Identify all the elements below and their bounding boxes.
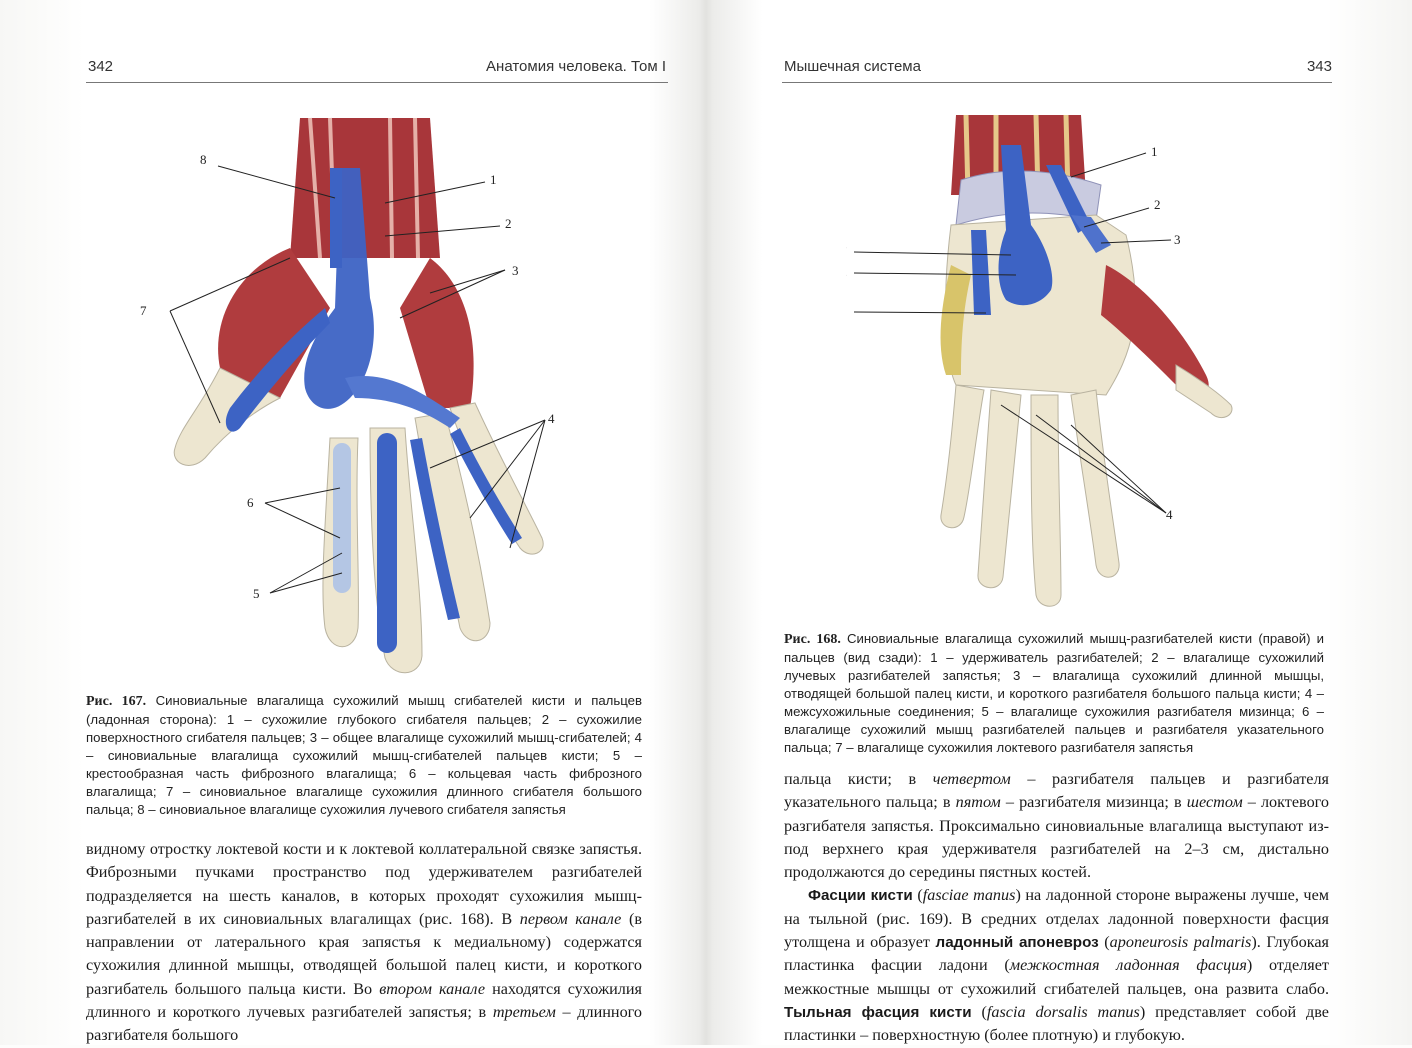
label-2: 2 [505,216,512,231]
body-italic: третьем [492,1003,556,1022]
body-text: ) на ладонной стороне выражены лучше, че… [784,886,1330,952]
page-number: 342 [88,58,114,75]
middle-finger [1030,394,1062,607]
body-italic: втором канале [379,979,486,998]
body-text: ( [1098,933,1110,952]
figure-168-id: Рис. 168. [784,632,841,647]
label-2: 2 [1154,197,1161,212]
extensor-digiti-minimi-sheath [971,230,991,315]
thumb [1175,364,1233,418]
extensor-digitorum-sheath [998,145,1053,306]
forearm-tendons [963,114,1071,196]
body-text: ) представляет собой две пластинки – пов… [784,1002,1329,1045]
body-italic: aponeurosis palmaris [1109,933,1252,952]
body-text: пальца кисти; в [784,770,933,788]
label-6: 6 [247,495,254,510]
leader-lines [169,165,546,594]
left-page: 342 Анатомия человека. Том I [0,0,706,1045]
label-4: 4 [548,411,555,426]
body-italic: первом канале [519,909,622,928]
label-7: 7 [846,244,847,259]
body-italic: межкостная ладонная фасция [1009,956,1247,975]
ring-finger-sheath [377,433,397,653]
right-body-text: пальца кисти; в четвертом – разгибателя … [784,768,1329,1048]
figure-167-id: Рис. 167. [86,694,147,709]
label-1: 1 [1151,144,1158,159]
body-text: ). Глубокая пластинка фасции ладони ( [784,933,1329,975]
figure-168-caption: Рис. 168. Синовиальные влагалища сухожил… [784,630,1324,757]
body-text: (в направлении от латерального края запя… [86,909,642,998]
thumb-abductor-sheath [1071,215,1111,253]
page-number: 343 [1306,58,1332,75]
body-text: – локтевого разгибателя запястья. Прокси… [784,793,1330,882]
body-italic: fascia dorsalis manus [986,1002,1140,1021]
index-finger [1070,389,1120,578]
label-5: 5 [846,304,847,319]
index-finger-sheath [450,428,522,544]
label-3: 3 [512,263,519,278]
figure-167-palmar-hand: 8 1 2 3 7 4 6 5 [140,117,555,674]
label-5: 5 [253,586,260,601]
figure-167-caption-text: Синовиальные влагалища сухожилий мышц сг… [86,693,642,817]
body-text: находятся сухожилия длинного и короткого… [86,979,642,1022]
body-text: ( [912,886,923,905]
body-text: ( [971,1002,987,1021]
right-page: Мышечная система 343 [706,0,1412,1045]
body-italic: шестом [1186,793,1243,812]
body-italic: fasciae manus [922,886,1016,905]
left-body-text: видному отростку локтевой кости и к локт… [86,838,642,1048]
figure-168-dorsal-hand: 1 2 3 7 6 5 4 [846,114,1233,607]
ulnar-side-tendon [940,265,971,375]
term-dorsal-fascia: Тыльная фасция кисти [784,1003,972,1021]
label-4: 4 [1166,507,1173,522]
hypothenar-muscle [400,258,474,408]
header-rule [782,82,1332,83]
body-text: ) отделяет межкостные мышцы от сухожилий… [784,956,1329,998]
body-italic: пятом [955,793,1001,812]
figure-167-caption: Рис. 167. Синовиальные влагалища сухожил… [86,692,642,819]
label-3: 3 [1174,232,1181,247]
label-7: 7 [140,303,147,318]
ring-finger [977,389,1022,589]
running-title: Анатомия человека. Том I [486,58,666,75]
term-aponeurosis: ладонный апоневроз [935,934,1099,952]
forearm-muscle [290,118,440,258]
leader-lines [853,152,1172,514]
term-fasciae-manus: Фасции кисти [808,887,913,905]
palm-sheath-band [345,376,460,428]
label-6: 6 [846,266,847,281]
body-italic: четвертом [932,770,1011,788]
body-text: – разгибателя мизинца; в [1000,793,1187,812]
label-1: 1 [490,172,497,187]
thumb-flexor-sheath [225,308,330,432]
body-text: – разгибателя пальцев и разгибателя указ… [784,770,1330,812]
running-title: Мышечная система [784,58,921,75]
body-text: – длинного разгибателя большого [86,1003,642,1045]
thumb-muscle [1101,265,1209,398]
figure-168-caption-text: Синовиальные влагалища сухожилий мышц-ра… [784,631,1324,755]
radial-flexor-sheath [330,168,342,268]
body-text: видному отростку локтевой кости и к локт… [86,840,642,928]
label-8: 8 [200,152,207,167]
little-finger-sheath [333,443,351,593]
middle-finger-sheath [410,438,460,620]
thenar-muscle [218,248,330,398]
header-rule [86,82,668,83]
little-finger [940,384,985,529]
common-flexor-sheath [304,168,374,409]
